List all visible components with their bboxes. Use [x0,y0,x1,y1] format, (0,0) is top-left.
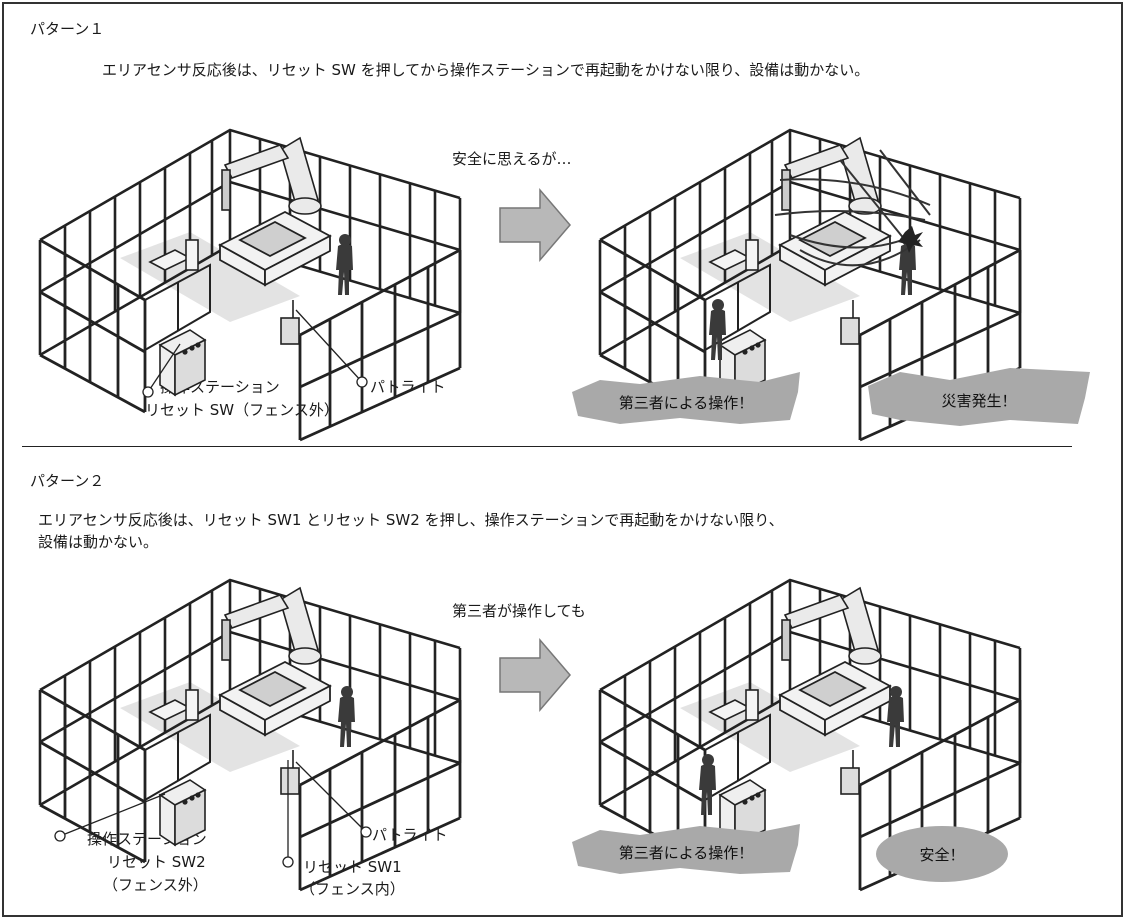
pattern1-right-cell-illustration [598,128,1022,442]
section-divider [22,446,1072,447]
pattern1-callout-right: 災害発生！ [941,391,1017,410]
pattern1-label-reset-sw: リセット SW（フェンス外） [145,401,339,419]
callout-shapes [572,368,1090,882]
pattern2-label-reset-sw2-note: （フェンス外） [103,876,208,894]
pattern2-callout-left: 第三者による操作！ [618,843,754,862]
pattern2-description-line2: 設備は動かない。 [38,533,159,551]
right-arrow-icon [499,189,571,261]
pattern1-title: パターン１ [30,20,105,38]
fence-icon [38,128,462,442]
pattern1-callout-left: 第三者による操作！ [618,393,754,412]
pattern2-callout-right: 安全！ [919,845,965,864]
pattern1-mid-caption: 安全に思えるが… [452,150,572,168]
pattern2-description-line1: エリアセンサ反応後は、リセット SW1 とリセット SW2 を押し、操作ステーシ… [38,511,784,529]
pattern1-description: エリアセンサ反応後は、リセット SW を押してから操作ステーションで再起動をかけ… [102,61,870,79]
pattern2-left-cell-illustration [38,578,462,892]
pattern2-label-reset-sw2: リセット SW2 [107,853,206,871]
pattern2-title: パターン２ [30,472,105,490]
hazard-burst-icon [898,226,923,253]
pattern2-label-reset-sw1-note: （フェンス内） [300,880,405,898]
pattern2-mid-caption: 第三者が操作しても [452,602,586,620]
pattern1-left-cell-illustration [38,128,462,442]
